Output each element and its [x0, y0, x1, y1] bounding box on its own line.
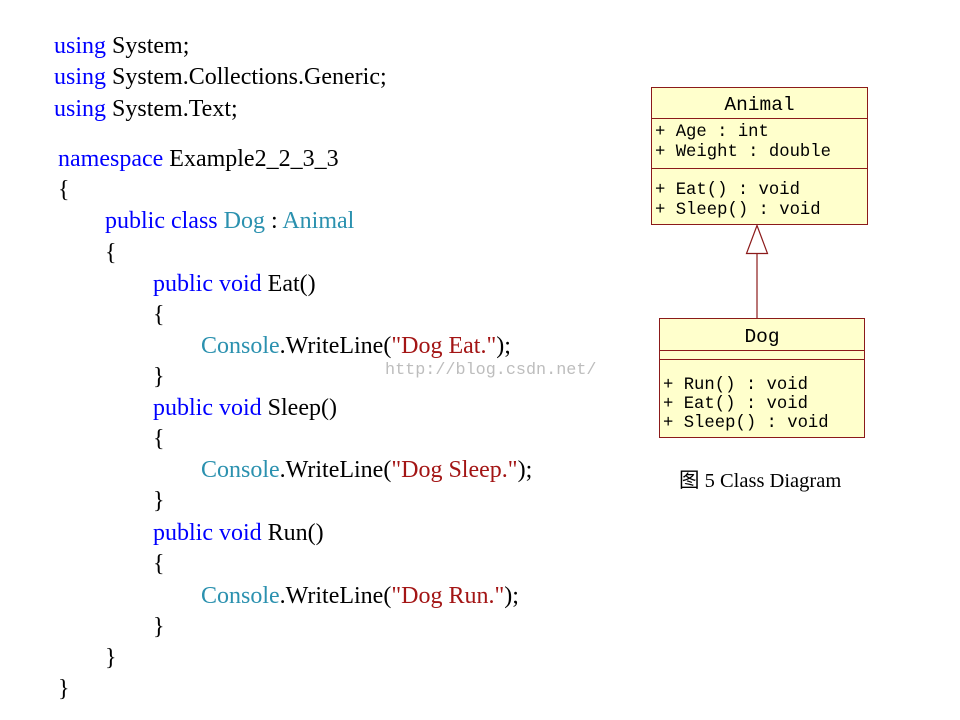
uml-operations-compartment: + Run() : void + Eat() : void + Sleep() …: [660, 360, 864, 437]
namespace-name: Example2_2_3_3: [169, 146, 339, 172]
uml-operation: + Run() : void: [663, 375, 808, 395]
using-namespace: System.Collections.Generic;: [112, 64, 387, 90]
string-literal: "Dog Sleep.": [391, 457, 518, 483]
method-close-brace: }: [153, 488, 165, 514]
string-literal: "Dog Eat.": [391, 333, 497, 359]
method-statement: Console.WriteLine("Dog Sleep.");: [201, 458, 532, 482]
uml-attributes-compartment: [660, 351, 864, 360]
method-modifiers: public void: [153, 520, 262, 546]
method-signature: Run(): [267, 520, 324, 546]
uml-operation: + Sleep() : void: [663, 413, 829, 433]
uml-operation: + Eat() : void: [663, 394, 808, 414]
method-declaration: public void Eat(): [153, 272, 316, 296]
class-declaration: public class Dog : Animal: [105, 209, 354, 233]
using-namespace: System.Text;: [112, 96, 238, 122]
method-statement: Console.WriteLine("Dog Run.");: [201, 584, 519, 608]
call-end: );: [517, 457, 533, 483]
call-type: Console: [201, 333, 280, 359]
method-statement: Console.WriteLine("Dog Eat.");: [201, 334, 511, 358]
method-modifiers: public void: [153, 271, 262, 297]
call-end: );: [496, 333, 511, 359]
call-member: .WriteLine(: [279, 457, 392, 483]
uml-operation: + Eat() : void: [655, 181, 800, 200]
using-keyword: using: [54, 33, 107, 59]
call-type: Console: [201, 583, 280, 609]
method-signature: Sleep(): [267, 395, 337, 421]
uml-class-animal: Animal + Age : int + Weight : double + E…: [651, 87, 868, 225]
call-type: Console: [201, 457, 280, 483]
method-signature: Eat(): [267, 271, 316, 297]
using-directive: using System.Text;: [54, 97, 238, 121]
method-declaration: public void Run(): [153, 521, 324, 545]
generalization-arrowhead: [745, 223, 769, 255]
class-close-brace: }: [105, 645, 117, 671]
namespace-close-brace: }: [58, 676, 70, 702]
using-keyword: using: [54, 96, 107, 122]
uml-attribute: + Weight : double: [655, 143, 831, 162]
watermark: http://blog.csdn.net/: [385, 361, 597, 380]
class-open-brace: {: [105, 240, 117, 266]
using-keyword: using: [54, 64, 107, 90]
using-directive: using System.Collections.Generic;: [54, 65, 387, 89]
figure-caption: 图 5 Class Diagram: [679, 470, 842, 492]
string-literal: "Dog Run.": [391, 583, 505, 609]
method-close-brace: }: [153, 364, 165, 390]
method-open-brace: {: [153, 551, 165, 577]
class-keyword: public class: [105, 208, 218, 234]
uml-attribute: + Age : int: [655, 123, 769, 142]
method-open-brace: {: [153, 302, 165, 328]
class-name: Dog: [223, 208, 265, 234]
method-modifiers: public void: [153, 395, 262, 421]
inheritance-separator: :: [270, 208, 278, 234]
uml-operation: + Sleep() : void: [655, 201, 821, 220]
call-member: .WriteLine(: [279, 583, 392, 609]
method-close-brace: }: [153, 614, 165, 640]
method-open-brace: {: [153, 426, 165, 452]
namespace-keyword: namespace: [58, 146, 164, 172]
using-directive: using System;: [54, 34, 189, 58]
using-namespace: System;: [112, 33, 190, 59]
call-end: );: [504, 583, 519, 609]
namespace-open-brace: {: [58, 177, 70, 203]
method-declaration: public void Sleep(): [153, 396, 337, 420]
uml-class-name: Dog: [660, 319, 864, 351]
uml-operations-compartment: + Eat() : void + Sleep() : void: [652, 169, 867, 224]
uml-attributes-compartment: + Age : int + Weight : double: [652, 119, 867, 169]
uml-class-dog: Dog + Run() : void + Eat() : void + Slee…: [659, 318, 865, 438]
call-member: .WriteLine(: [279, 333, 392, 359]
uml-class-name: Animal: [652, 88, 867, 119]
namespace-declaration: namespace Example2_2_3_3: [58, 147, 339, 171]
base-class-name: Animal: [282, 208, 355, 234]
